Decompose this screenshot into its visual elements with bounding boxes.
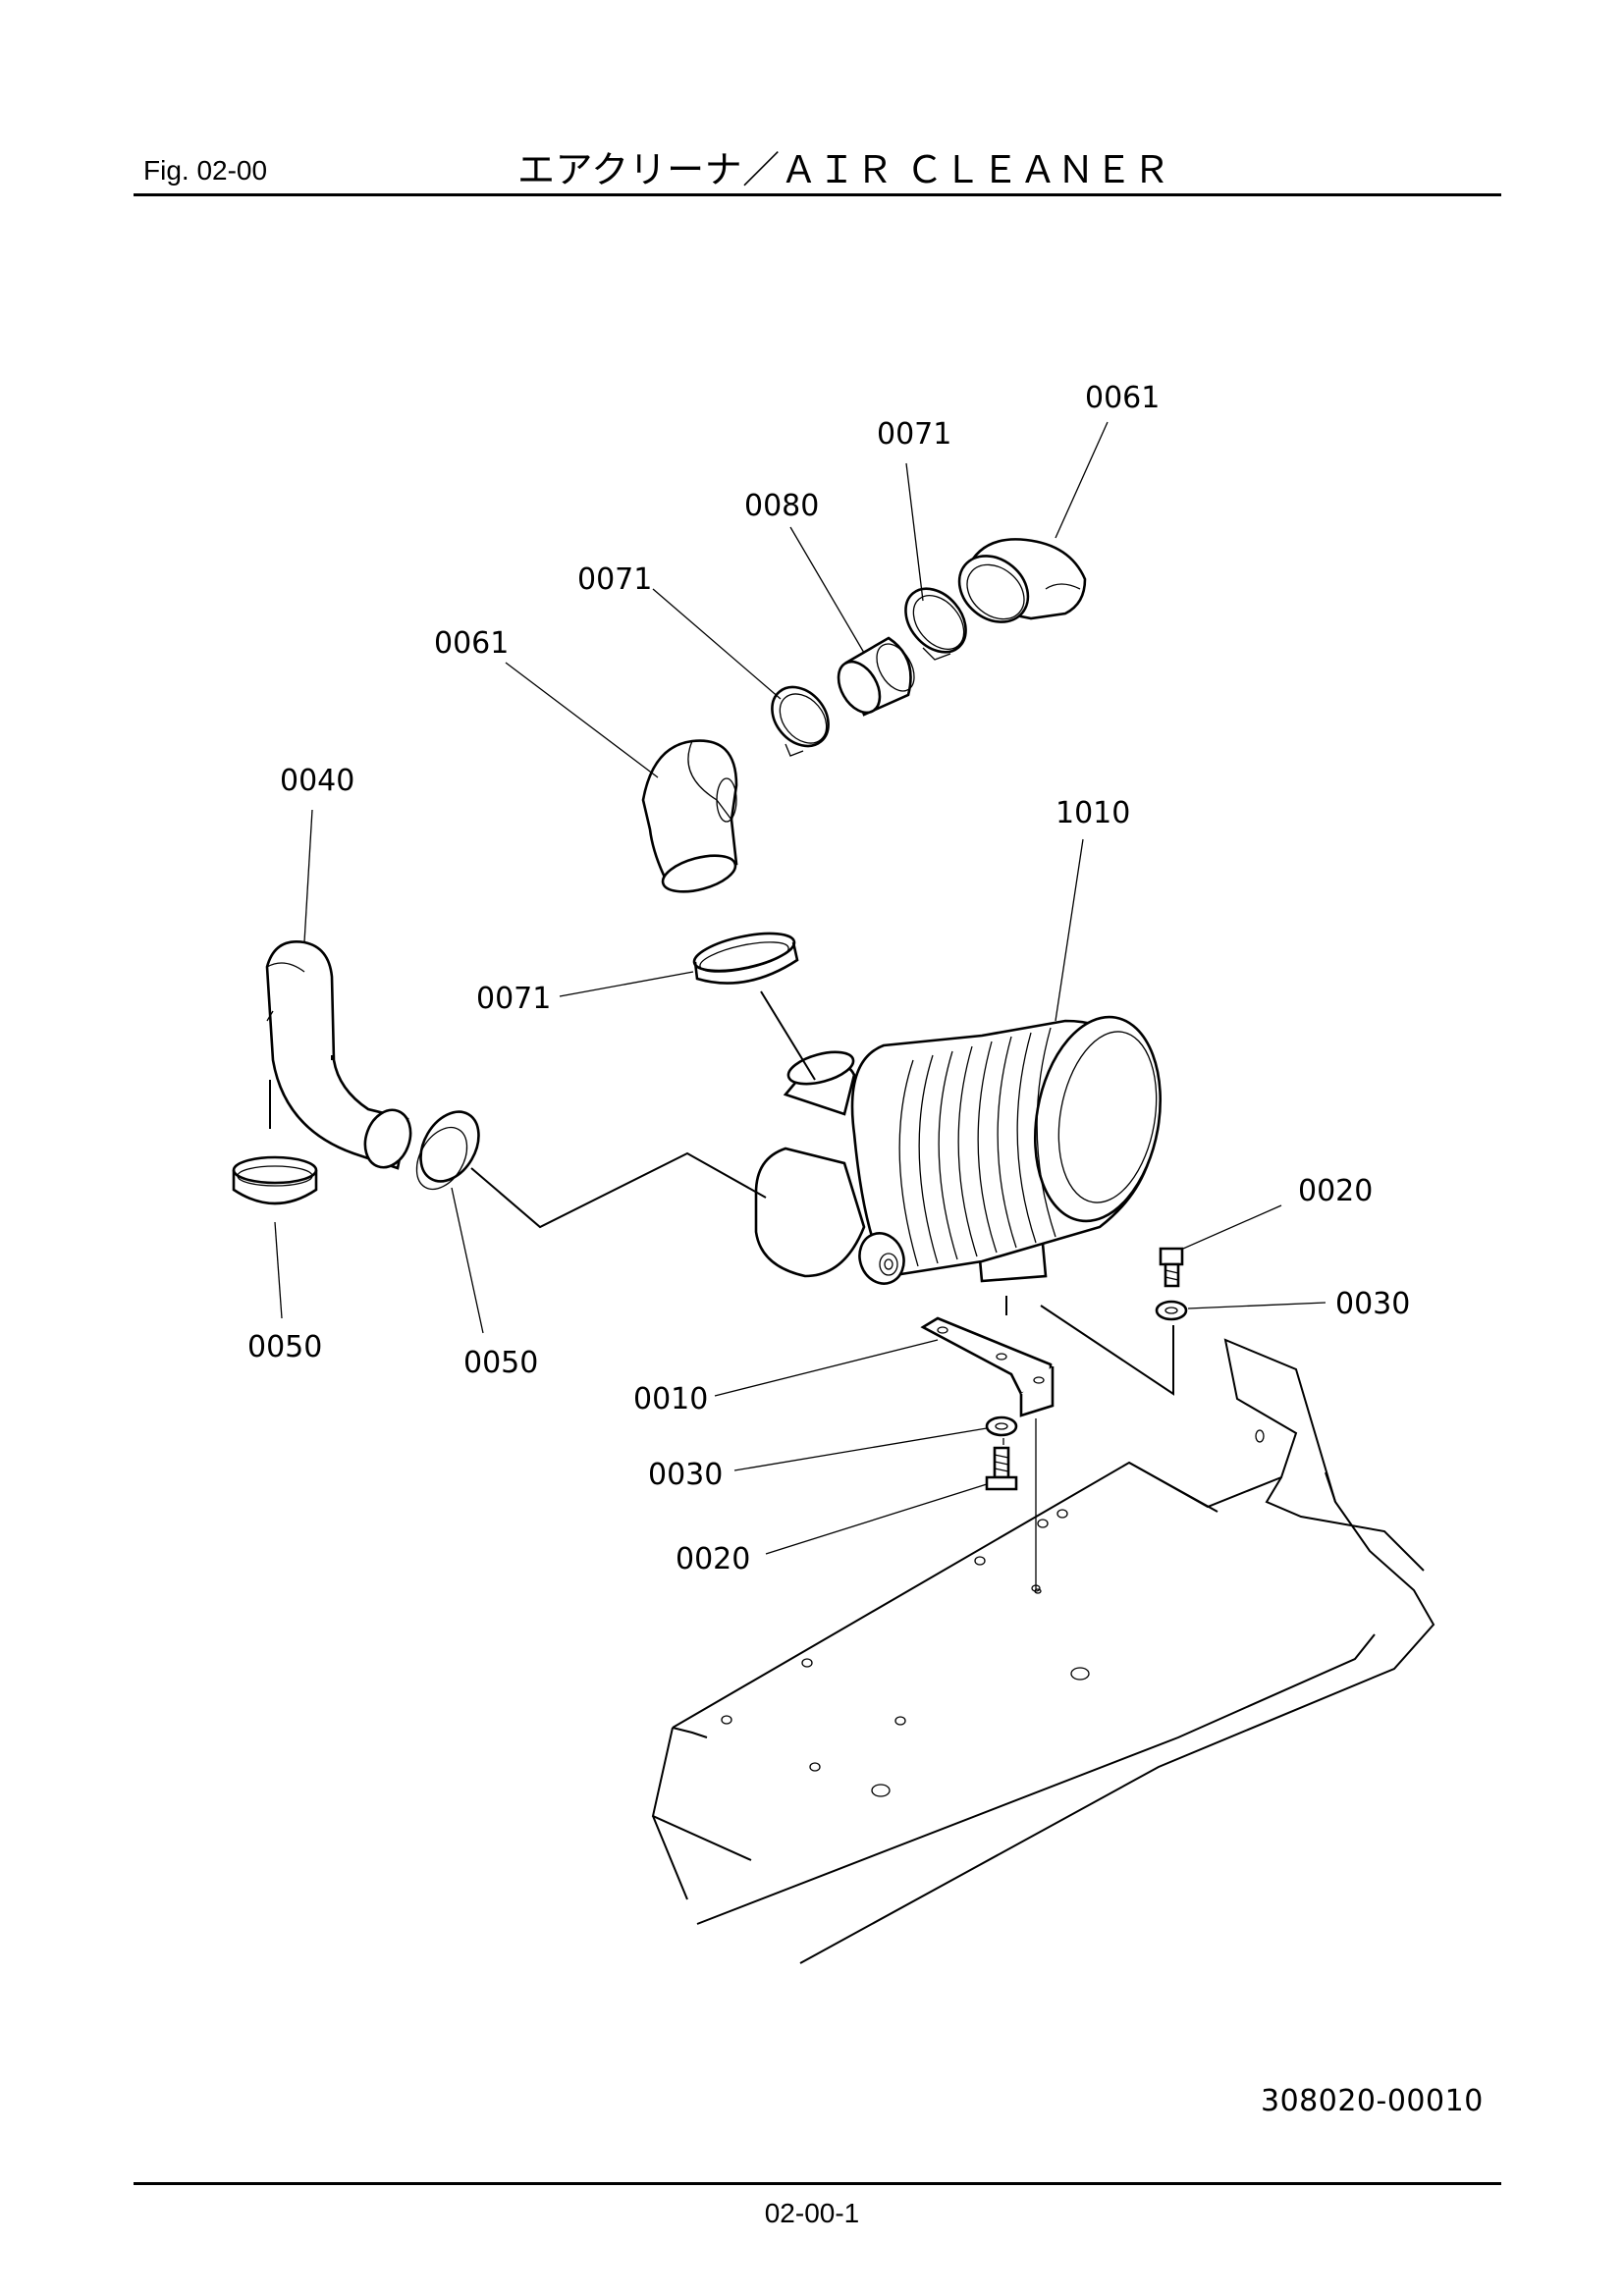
part-0061-elbow-left (641, 739, 738, 893)
machine-frame (651, 1338, 1435, 1964)
part-0030-washer-right (1155, 1300, 1188, 1321)
part-0061-elbow-top (957, 538, 1087, 623)
callout-1010: 1010 (1056, 796, 1130, 830)
callout-0061-top: 0061 (1085, 381, 1160, 415)
callout-0071-top: 0071 (877, 417, 951, 452)
part-0080-sleeve (837, 636, 915, 717)
callout-0061-left: 0061 (434, 626, 509, 661)
callout-0030-bottom: 0030 (648, 1458, 723, 1492)
callout-0020-right: 0020 (1298, 1174, 1373, 1208)
assembly-lines (269, 990, 1174, 1590)
page-title: エアクリーナ／ＡＩＲ ＣＬＥＡＮＥＲ (517, 148, 1171, 191)
part-0050-clamp-right (415, 1110, 480, 1191)
callout-0080: 0080 (744, 489, 819, 523)
part-0030-washer-bottom (985, 1415, 1018, 1437)
callout-0050-right: 0050 (463, 1346, 538, 1380)
part-0071-clamp-lower (692, 932, 799, 985)
callout-0071-middle: 0071 (577, 562, 652, 597)
leader-lines (274, 421, 1326, 1555)
callout-0071-lower: 0071 (476, 982, 551, 1016)
footer-rule (134, 2182, 1501, 2185)
part-0071-clamp-top (904, 587, 967, 661)
figure-label: Fig. 02-00 (143, 155, 268, 186)
part-0071-clamp-middle (771, 685, 830, 757)
header-rule (134, 193, 1501, 196)
part-0020-bolt-right (1159, 1247, 1184, 1288)
part-0040-elbow-hose (265, 939, 412, 1170)
callout-0020-bottom: 0020 (676, 1542, 750, 1576)
callout-0030-right: 0030 (1335, 1287, 1410, 1321)
callout-0050-left: 0050 (247, 1330, 322, 1364)
part-1010-air-cleaner-assembly (754, 1015, 1163, 1285)
part-0020-bolt-bottom (985, 1446, 1018, 1491)
callout-0010: 0010 (633, 1382, 708, 1416)
page-number: 02-00-1 (764, 2198, 860, 2228)
part-0050-clamp-left (232, 1155, 318, 1205)
callout-labels: 0061 0071 0080 0071 0061 0040 1010 0071 … (247, 381, 1410, 1576)
part-0010-bracket (920, 1316, 1055, 1417)
callout-0040: 0040 (280, 764, 354, 798)
drawing-number: 308020-00010 (1261, 2084, 1484, 2118)
